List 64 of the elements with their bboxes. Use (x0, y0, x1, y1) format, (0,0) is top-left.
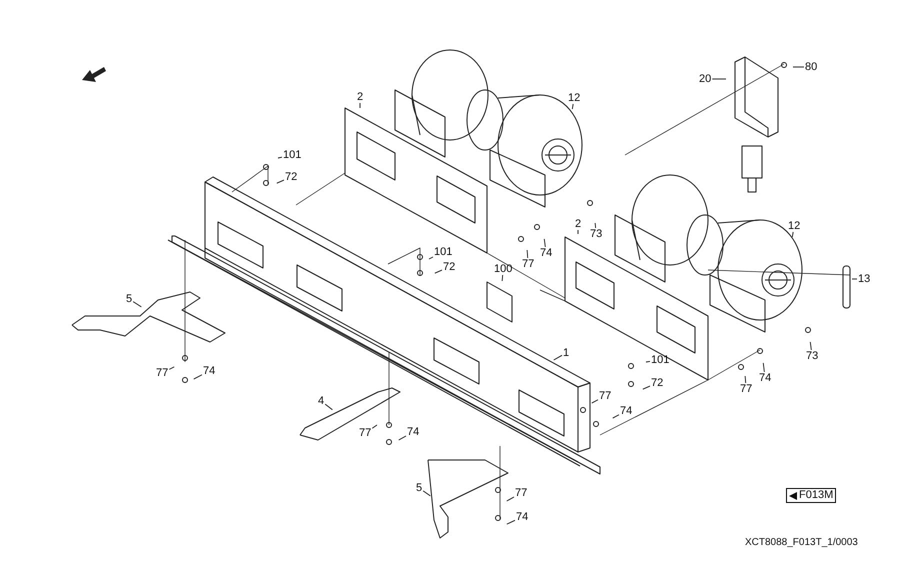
callout-number: 77 (598, 390, 612, 402)
callout-number: 20 (698, 73, 712, 85)
leader-line (646, 360, 650, 362)
leader-line (591, 399, 598, 404)
leader-line (502, 274, 504, 282)
callout-number: 74 (619, 405, 634, 417)
callout-number: 74 (406, 426, 420, 438)
leader-line (372, 424, 378, 429)
callout-number: 2 (356, 91, 364, 103)
leader-line (168, 366, 175, 370)
leader-line (193, 374, 202, 380)
callout-number: 5 (415, 482, 424, 494)
leader-line (744, 376, 746, 384)
leader-line (712, 78, 726, 80)
callout-number: 5 (125, 293, 134, 305)
drawing-number: XCT8088_F013T_1/0003 (745, 537, 858, 549)
leader-line (398, 436, 406, 440)
callout-number: 101 (650, 354, 670, 366)
callout-number: 12 (787, 220, 802, 232)
callout-number: 100 (493, 263, 514, 275)
callout-number: 72 (284, 171, 298, 183)
leader-line (422, 490, 431, 496)
callout-number: 4 (317, 395, 326, 407)
leader-line (434, 270, 442, 274)
callout-number: 72 (442, 261, 456, 273)
leader-line (506, 520, 516, 525)
leader-line (612, 414, 620, 419)
leader-line (594, 222, 596, 228)
callout-number: 74 (758, 372, 772, 384)
callout-number: 77 (739, 383, 754, 395)
callout-number: 73 (589, 228, 604, 240)
callout-number: 72 (650, 377, 664, 389)
callout-number: 77 (514, 487, 528, 499)
callout-number: 77 (358, 427, 372, 439)
callout-number: 2 (574, 218, 582, 230)
leader-line (792, 232, 794, 238)
leader-line (428, 256, 434, 260)
leader-line (642, 386, 650, 390)
callout-number: 73 (805, 350, 820, 362)
leader-line (506, 496, 514, 502)
leader-line (324, 404, 333, 410)
callout-number: 13 (857, 273, 872, 285)
callout-number: 80 (804, 61, 818, 73)
leader-line (852, 278, 858, 280)
callout-number: 77 (155, 367, 170, 379)
callout-number: 74 (202, 365, 216, 377)
leader-line (132, 301, 142, 308)
reference-tag: F013M (786, 488, 836, 503)
callout-number: 101 (433, 246, 454, 258)
leader-line (572, 104, 574, 110)
callout-number: 12 (567, 92, 582, 104)
callout-number: 74 (539, 247, 554, 259)
callout-number: 74 (515, 511, 530, 523)
callout-number: 101 (282, 149, 302, 161)
leader-line (792, 66, 804, 68)
leader-line (278, 156, 282, 158)
leader-line (276, 180, 284, 184)
callout-number: 77 (521, 258, 536, 270)
leader-line (810, 342, 812, 350)
leader-line (762, 362, 765, 372)
callout-number: 1 (562, 347, 570, 359)
leader-line (553, 354, 562, 360)
leader-line (526, 250, 528, 258)
leader-line (544, 238, 546, 248)
